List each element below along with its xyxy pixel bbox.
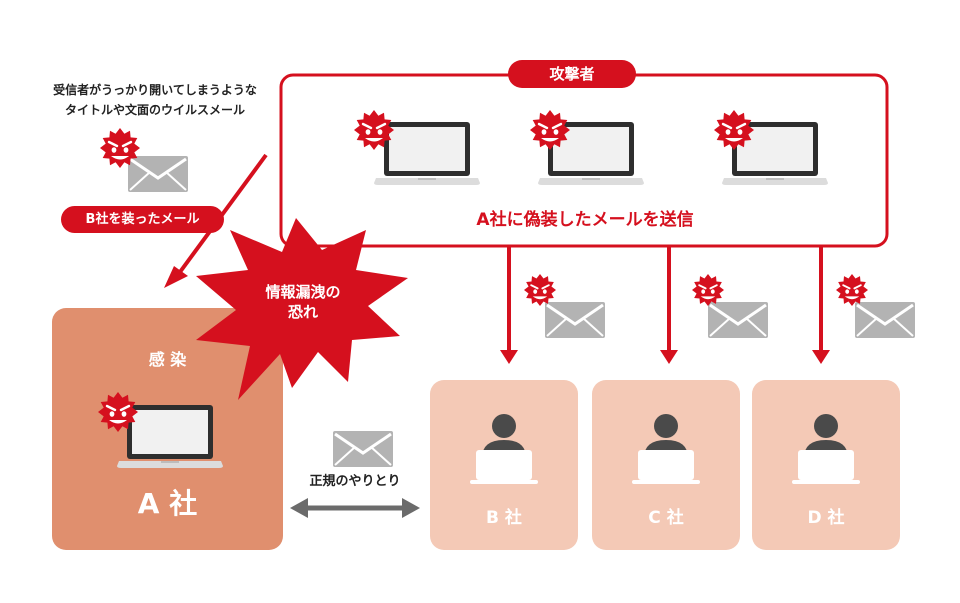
virus-note-line1: 受信者がうっかり開いてしまうような [53, 83, 257, 97]
company-b-label: B 社 [486, 508, 522, 528]
virus-icon [691, 273, 725, 307]
virus-note-line2: タイトルや文面のウイルスメール [64, 103, 245, 117]
mail-icon [543, 300, 607, 340]
attacker-action-text: A社に偽装したメールを送信 [476, 210, 694, 230]
attacker-label: 攻撃者 [508, 60, 636, 88]
company-c-label: C 社 [648, 508, 684, 528]
arrow-head [164, 266, 188, 288]
arrow-head [290, 498, 308, 518]
arrow-head [812, 350, 830, 364]
virus-icon [523, 273, 557, 307]
virus-icon [835, 273, 869, 307]
legit-exchange-label: 正規のやりとり [309, 474, 401, 489]
mail-icon [331, 429, 395, 469]
arrow-head [660, 350, 678, 364]
burst-shape [196, 218, 408, 400]
arrow-head [402, 498, 420, 518]
infected-label: 感 染 [148, 350, 187, 369]
fake-mail-label: B社を装ったメール [61, 206, 224, 233]
leak-line2: 恐れ [287, 303, 318, 321]
mail-icon [853, 300, 917, 340]
leak-line1: 情報漏洩の [265, 283, 341, 301]
company-a-label: A 社 [137, 487, 198, 520]
company-d-label: D 社 [807, 508, 845, 528]
mail-icon [126, 154, 190, 194]
mail-icon [706, 300, 770, 340]
arrow-head [500, 350, 518, 364]
